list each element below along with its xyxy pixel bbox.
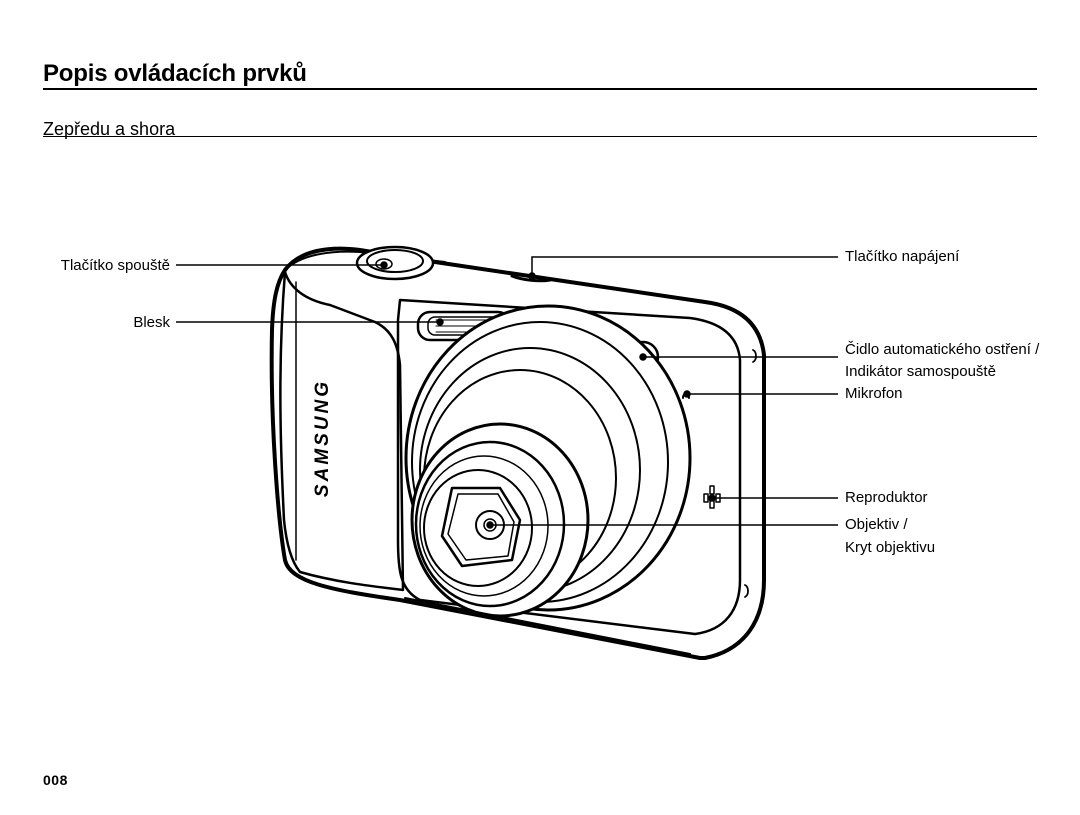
section-title: Zepředu a shora: [43, 119, 176, 139]
section-rule: [43, 136, 1037, 137]
callout-line-power: [531, 256, 838, 276]
label-flash: Blesk: [133, 314, 170, 331]
camera-body-outline: [269, 246, 766, 660]
label-shutter-button: Tlačítko spouště: [60, 257, 170, 274]
lens-barrel: [404, 304, 692, 618]
page-title: Popis ovládacích prvků: [43, 60, 307, 87]
page-number: 008: [43, 772, 68, 788]
label-af-sensor-line2: Indikátor samospouště: [845, 363, 996, 380]
power-button-icon: [510, 274, 552, 283]
label-lens-line1: Objektiv /: [845, 516, 908, 533]
label-af-sensor-line1: Čidlo automatického ostření /: [845, 341, 1040, 358]
front-panel-outline: [396, 298, 742, 636]
lens-aperture: [440, 486, 522, 568]
label-power-button: Tlačítko napájení: [845, 248, 960, 265]
brand-logo: SAMSUNG: [312, 379, 333, 497]
shutter-button-icon: [366, 249, 424, 273]
grip-outline: [279, 270, 405, 592]
label-lens-line2: Kryt objektivu: [845, 539, 936, 556]
label-microphone: Mikrofon: [845, 385, 903, 402]
title-rule: [43, 88, 1037, 90]
label-speaker: Reproduktor: [845, 489, 928, 506]
